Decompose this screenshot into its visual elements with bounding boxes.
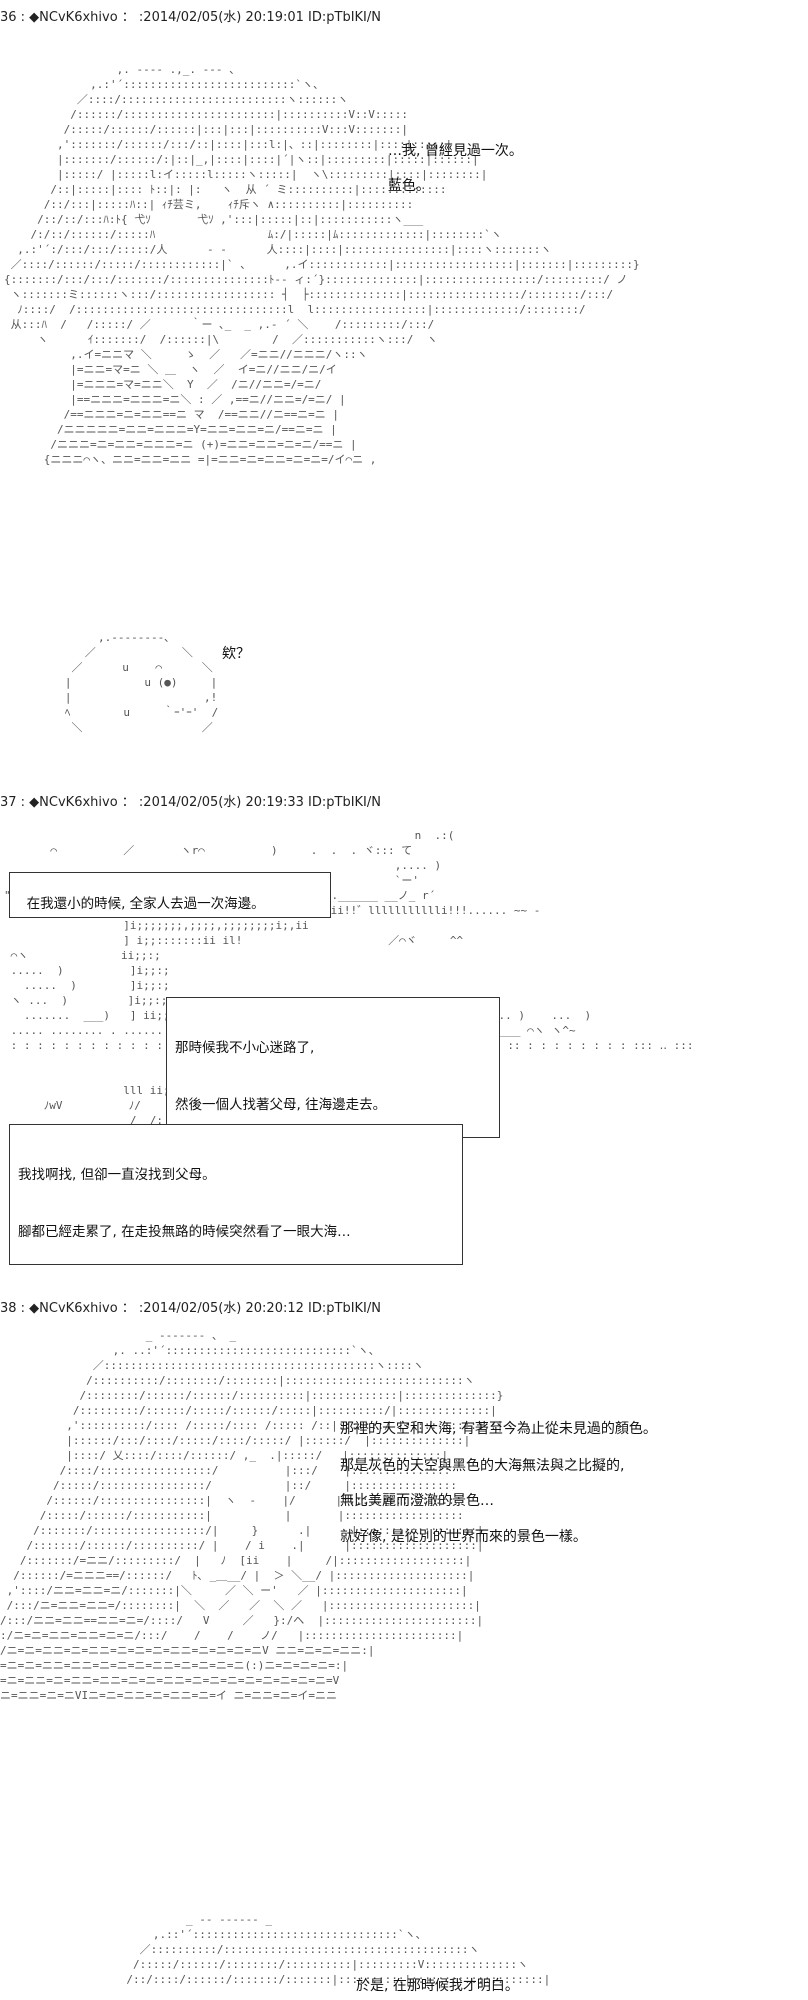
dialog-line: …我, 曾經見過一次。 [388,143,523,159]
dialog-line: 那是灰色的天空與黑色的大海無法與之比擬的, [340,1458,625,1474]
narration-text: 然後一個人找著父母, 往海邊走去。 [175,1097,387,1113]
ascii-art-character-2: _ -‐---‐- 、 _ ,. ..:'´::::::::::::::::::… [0,1329,504,1702]
post-header-38: 38 : ◆NCvK6xhivo ： :2014/02/05(水) 20:20:… [0,1301,381,1316]
dialog-line: 藍色。 [388,178,430,194]
narration-text: 那時候我不小心迷路了, [175,1040,315,1056]
dialog-line: 就好像, 是從別的世界而來的景色一樣。 [340,1529,587,1545]
post-header-37: 37 : ◆NCvK6xhivo ： :2014/02/05(水) 20:19:… [0,795,381,810]
narration-box-2: 那時候我不小心迷路了, 然後一個人找著父母, 往海邊走去。 [166,997,500,1138]
narration-text: 腳都已經走累了, 在走投無路的時候突然看了一眼大海… [18,1224,351,1240]
ascii-art-character-3: _ -‐ ----‐- _ ,.::'´::::::::::::::::::::… [126,1913,551,1986]
ascii-art-face: ,.--------､ ／ ＼ ／ u ⌒ ＼ | u (●) | | ,! ﾍ… [64,631,219,734]
dialog-line: 無比美麗而澄澈的景色… [340,1493,494,1509]
narration-box-3: 我找啊找, 但卻一直沒找到父母。 腳都已經走累了, 在走投無路的時候突然看了一眼… [9,1124,463,1265]
dialog-line: 欸？ [222,646,250,662]
post-header-36: 36 : ◆NCvK6xhivo ： :2014/02/05(水) 20:19:… [0,10,381,25]
ascii-art-character-1: ,. ---- .,_. --- 、 ,.:'´::::::::::::::::… [4,63,640,466]
narration-text: 我找啊找, 但卻一直沒找到父母。 [18,1167,216,1183]
dialog-line: 於是, 在那時候我才明白。 [356,1978,519,1994]
dialog-line: 那裡的天空和大海, 有著至今為止從未見過的顏色。 [340,1421,657,1437]
narration-box-1: 在我還小的時候, 全家人去過一次海邊。 [9,872,331,918]
narration-text: 在我還小的時候, 全家人去過一次海邊。 [26,896,265,912]
